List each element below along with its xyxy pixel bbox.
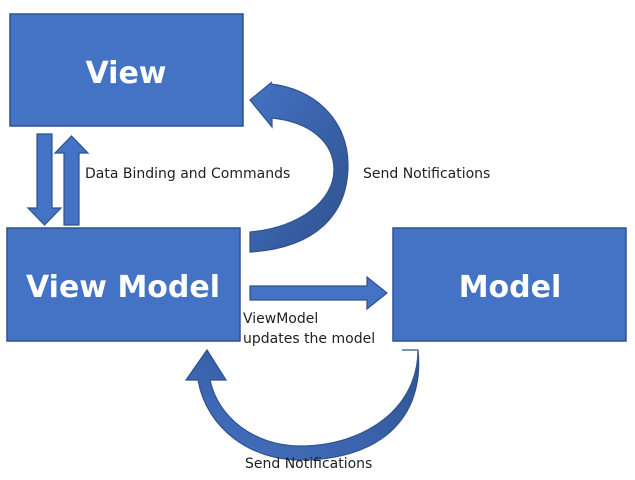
viewmodel-update-label-line2: updates the model [243, 331, 375, 347]
view-box [9, 13, 244, 127]
send-notifications-bottom-label: Send Notifications [245, 456, 372, 472]
view-label: View [85, 56, 166, 91]
model-node: Model [392, 227, 627, 342]
view-model-label: View Model [26, 270, 220, 305]
viewmodel-update-label-line1: ViewModel [243, 311, 318, 327]
up-arrow [53, 135, 90, 226]
model-label: Model [459, 270, 562, 305]
view-model-box [6, 227, 241, 342]
model-box [392, 227, 627, 342]
view-node: View [9, 13, 244, 127]
send-notifications-top-label: Send Notifications [363, 166, 490, 182]
curved-arrow-to-view [249, 81, 349, 253]
arrow-to-model [249, 275, 388, 311]
data-binding-label: Data Binding and Commands [85, 166, 290, 182]
down-arrow [26, 133, 63, 226]
curved-arrow-to-view-model [184, 348, 420, 461]
view-model-node: View Model [6, 227, 241, 342]
